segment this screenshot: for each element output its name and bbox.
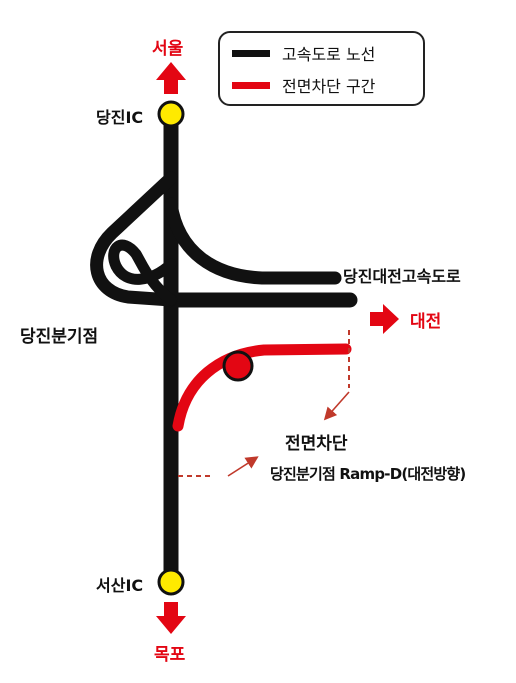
legend-expressway-label: 고속도로 노선 <box>282 45 376 64</box>
legend-row-expressway: 고속도로 노선 <box>220 39 375 67</box>
closure-section-line <box>172 343 352 432</box>
closure-end-pointer <box>323 391 350 421</box>
expressway-network <box>90 108 358 590</box>
closure-detail-label: 당진분기점 Ramp-D(대전방향) <box>270 465 466 483</box>
closure-marker-icon <box>222 350 254 382</box>
legend-row-closure: 전면차단 구간 <box>220 71 375 99</box>
closure-title-label: 전면차단 <box>285 434 348 454</box>
legend: 고속도로 노선 전면차단 구간 <box>218 31 425 106</box>
legend-closure-label: 전면차단 구간 <box>282 77 376 96</box>
seosan-ic-node <box>157 568 185 596</box>
arrow-down-icon <box>156 602 186 634</box>
north-destination-label: 서울 <box>152 39 184 59</box>
junction-ramp-outer <box>90 171 178 307</box>
legend-swatch-black <box>232 49 270 57</box>
arrow-up-icon <box>156 62 186 94</box>
arrow-right-icon <box>370 304 399 334</box>
connecting-expressway-label: 당진대전고속도로 <box>343 267 461 286</box>
junction-ramp-east <box>164 197 342 285</box>
dangjin-ic-node <box>157 100 185 128</box>
legend-swatch-red <box>232 81 270 89</box>
closure-start-pointer <box>227 456 259 477</box>
dangjin-ic-label: 당진IC <box>96 108 144 127</box>
seosan-ic-label: 서산IC <box>96 576 144 595</box>
east-destination-label: 대전 <box>410 312 442 332</box>
junction-label: 당진분기점 <box>20 327 99 347</box>
junction-ramp-loop <box>108 239 177 306</box>
south-destination-label: 목포 <box>154 645 186 665</box>
